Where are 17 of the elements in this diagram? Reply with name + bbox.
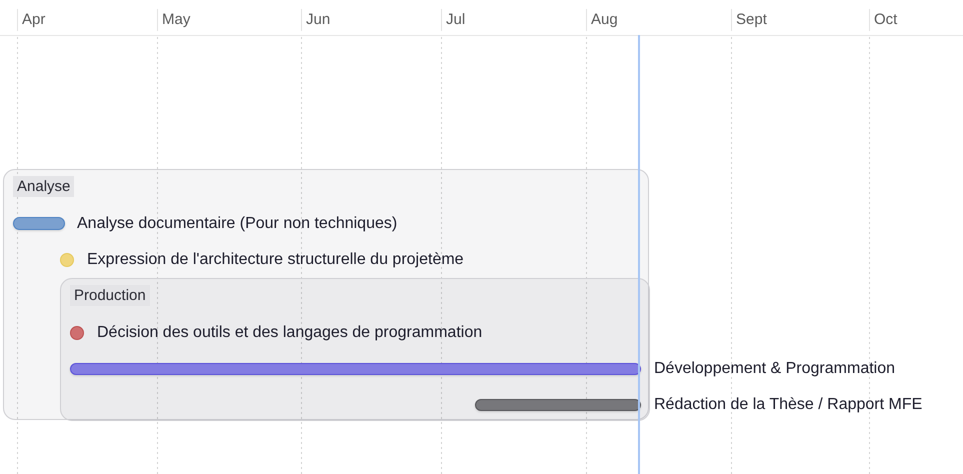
task-label: Expression de l'architecture structurelle du projetème	[87, 250, 464, 270]
task-bar	[13, 217, 65, 230]
task-label: Décision des outils et des langages de programmation	[97, 323, 482, 343]
month-label: Jun	[301, 9, 330, 31]
month-label: Jul	[441, 9, 466, 31]
month-label: Sept	[731, 9, 767, 31]
task-bar	[475, 399, 641, 411]
task-label: Rédaction de la Thèse / Rapport MFE	[654, 395, 922, 415]
task-label: Analyse documentaire (Pour non techniques)	[77, 214, 398, 234]
group-label: Analyse	[13, 176, 74, 197]
task-bar	[70, 363, 641, 375]
month-label: Aug	[586, 9, 618, 31]
month-label: May	[157, 9, 190, 31]
task-label: Développement & Programmation	[654, 359, 896, 379]
month-label: Apr	[17, 9, 46, 31]
month-label: Oct	[869, 9, 898, 31]
group-label: Production	[70, 285, 150, 306]
